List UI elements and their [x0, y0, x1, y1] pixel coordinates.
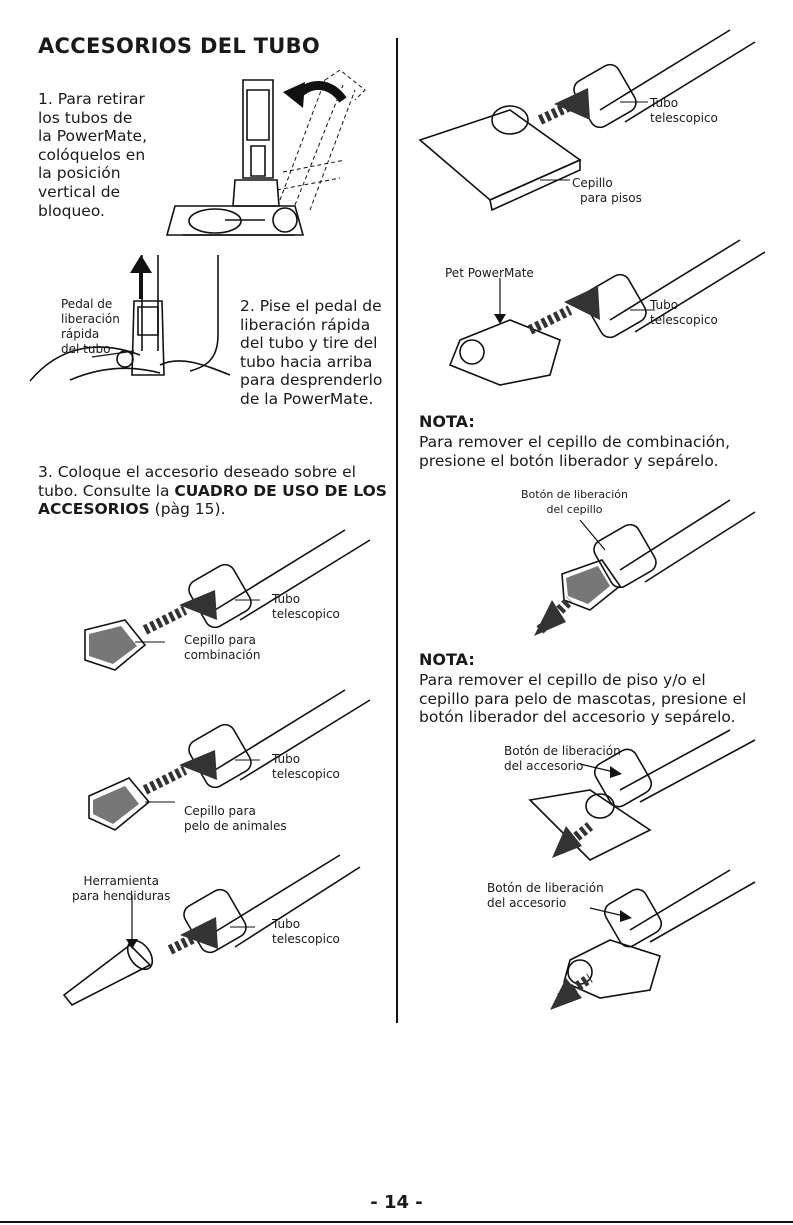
pedal-callout-line: liberación [61, 312, 120, 326]
tube-label: Tubo telescopico [272, 752, 340, 782]
step-2-line: tubo hacia arriba [240, 352, 373, 371]
step-3-line: (pàg 15). [149, 500, 226, 519]
footer-rule [0, 1221, 793, 1223]
accessory-release-label: Botón de liberación del accesorio [487, 881, 604, 911]
floor-brush-label-line: para pisos [580, 191, 642, 205]
tube-label: Tubo telescopico [650, 96, 718, 126]
note-1-line: presione el botón liberador y sepárelo. [419, 451, 719, 470]
accessory-release-label-line: Botón de liberación [487, 881, 604, 895]
step-3-bold: CUADRO DE USO DE LOS [174, 481, 387, 500]
combo-brush-label-line: combinación [184, 648, 261, 662]
crevice-tool-label-line: Herramienta [83, 874, 159, 888]
floor-brush-illustration [420, 30, 760, 215]
note-1-title: NOTA: [419, 412, 475, 431]
pet-brush-illustration [85, 690, 375, 850]
accessory-release-label: Botón de liberación del accesorio [504, 744, 621, 774]
note-2-line: botón liberador del accesorio y sepárelo… [419, 708, 736, 727]
combo-brush-label: Cepillo para combinación [184, 633, 260, 663]
accessory-release-label-line: Botón de liberación [504, 744, 621, 758]
pedal-callout: Pedal de liberación rápida del tubo [61, 297, 120, 357]
tube-label-line: telescopico [272, 767, 340, 781]
crevice-tool-label-line: para hendiduras [72, 889, 171, 903]
note-2-text: Para remover el cepillo de piso y/o el c… [419, 671, 746, 727]
step-2-line: para desprenderlo [240, 371, 383, 390]
tube-label-line: Tubo [272, 917, 301, 931]
pedal-callout-line: del tubo [61, 342, 111, 356]
tube-label-line: telescopico [272, 607, 340, 621]
pet-powermate-removal-illustration [550, 870, 760, 1010]
accessory-release-label-line: del accesorio [504, 759, 584, 773]
step-1-line: bloqueo. [38, 201, 105, 220]
step-3-number: 3. [38, 463, 53, 481]
tube-label-line: telescopico [272, 932, 340, 946]
crevice-tool-illustration [60, 855, 370, 1005]
step-2-line: liberación rápida [240, 315, 371, 334]
tube-label-line: Tubo [650, 298, 679, 312]
accessory-release-label-line: del accesorio [487, 896, 567, 910]
step-1-line: colóquelos en [38, 145, 146, 164]
step-3-bold: ACCESORIOS [38, 500, 150, 519]
step-1-line: vertical de [38, 182, 121, 201]
tube-label-line: telescopico [650, 313, 718, 327]
step-1-line: Para retirar [57, 90, 145, 108]
step-1-line: la PowerMate, [38, 127, 148, 146]
brush-removal-illustration [534, 490, 760, 636]
step-3-line: Coloque el accesorio deseado sobre el [57, 463, 356, 481]
step-1-text: 1. Para retirar los tubos de la PowerMat… [38, 90, 147, 220]
step-1-number: 1. [38, 90, 53, 108]
step-3-line: tubo. Consulte la [38, 481, 175, 500]
step-3-text: 3. Coloque el accesorio deseado sobre el… [38, 463, 387, 519]
tube-label-line: telescopico [650, 111, 718, 125]
step-2-line: de la PowerMate. [240, 389, 374, 408]
note-1-line: Para remover el cepillo de combinación, [419, 433, 731, 451]
step-1-line: los tubos de [38, 108, 133, 127]
brush-release-label-line: Botón de liberación [521, 488, 628, 501]
crevice-tool-label: Herramienta para hendiduras [72, 874, 170, 904]
pet-brush-label-line: Cepillo para [184, 804, 256, 818]
step-2-line: del tubo y tire del [240, 334, 378, 353]
page-title: ACCESORIOS DEL TUBO [38, 34, 321, 58]
brush-release-label: Botón de liberación del cepillo [521, 487, 628, 517]
step-2-number: 2. [240, 297, 255, 315]
pedal-callout-line: rápida [61, 327, 100, 341]
floor-brush-removal-illustration [490, 730, 760, 870]
note-2-line: Para remover el cepillo de piso y/o el [419, 671, 706, 689]
note-2-title: NOTA: [419, 650, 475, 669]
note-2-line: cepillo para pelo de mascotas, presione … [419, 689, 747, 708]
tube-label-line: Tubo [272, 752, 301, 766]
pet-brush-label: Cepillo para pelo de animales [184, 804, 287, 834]
pedal-detail-illustration [30, 255, 240, 380]
column-divider [396, 38, 398, 1023]
pet-powermate-label: Pet PowerMate [445, 266, 534, 280]
pet-brush-label-line: pelo de animales [184, 819, 287, 833]
combo-brush-label-line: Cepillo para [184, 633, 256, 647]
tube-label-line: Tubo [650, 96, 679, 110]
tube-label: Tubo telescopico [650, 298, 718, 328]
page-number: - 14 - [370, 1192, 423, 1213]
step-2-line: Pise el pedal de [259, 297, 382, 315]
tube-label: Tubo telescopico [272, 592, 340, 622]
floor-brush-label: Cepillo para pisos [572, 176, 642, 206]
step-2-text: 2. Pise el pedal de liberación rápida de… [240, 297, 382, 409]
combo-brush-illustration [85, 530, 375, 690]
floor-brush-label-line: Cepillo [572, 176, 613, 190]
tube-label-line: Tubo [272, 592, 301, 606]
note-1-text: Para remover el cepillo de combinación, … [419, 433, 730, 470]
pedal-callout-line: Pedal de [61, 297, 113, 311]
brush-release-label-line: del cepillo [546, 503, 603, 516]
pet-powermate-illustration [440, 240, 770, 390]
tube-label: Tubo telescopico [272, 917, 340, 947]
upright-vacuum-illustration [165, 60, 390, 245]
step-1-line: la posición [38, 164, 121, 183]
